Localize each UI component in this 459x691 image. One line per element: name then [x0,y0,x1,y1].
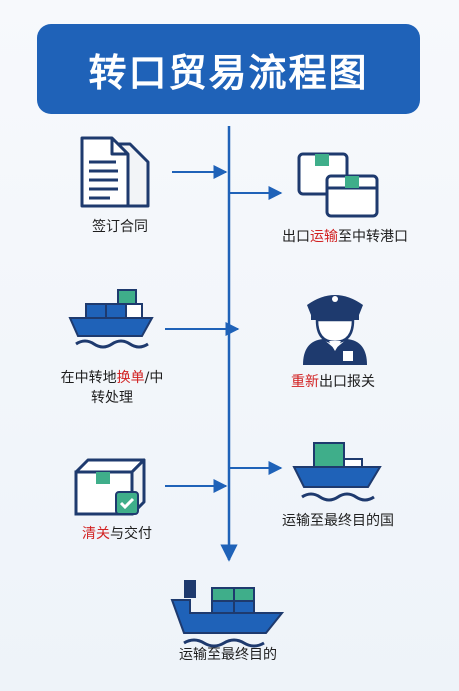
step-to-destination-country-label: 运输至最终目的国 [282,513,394,529]
box-check-icon [74,458,146,516]
officer-icon [303,295,367,365]
step-to-destination-label: 运输至最终目的 [179,647,277,663]
step-sign-contract-label: 签订合同 [92,219,148,235]
step-transship-label: 在中转地换单/中 转处理 [60,370,164,406]
document-icon [80,136,150,208]
cargo-ship-icon-bottom [170,580,285,648]
step-transport-to-port-label: 出口运输至中转港口 [282,229,408,245]
boxes-icon [297,152,379,218]
step-clearance-label: 清关与交付 [82,526,152,542]
cargo-ship-icon [68,289,154,349]
step-reexport-label: 重新出口报关 [291,374,375,390]
cargo-ship-icon-right [292,442,382,502]
title-banner: 转口贸易流程图 [37,24,420,114]
page-title: 转口贸易流程图 [88,50,369,95]
